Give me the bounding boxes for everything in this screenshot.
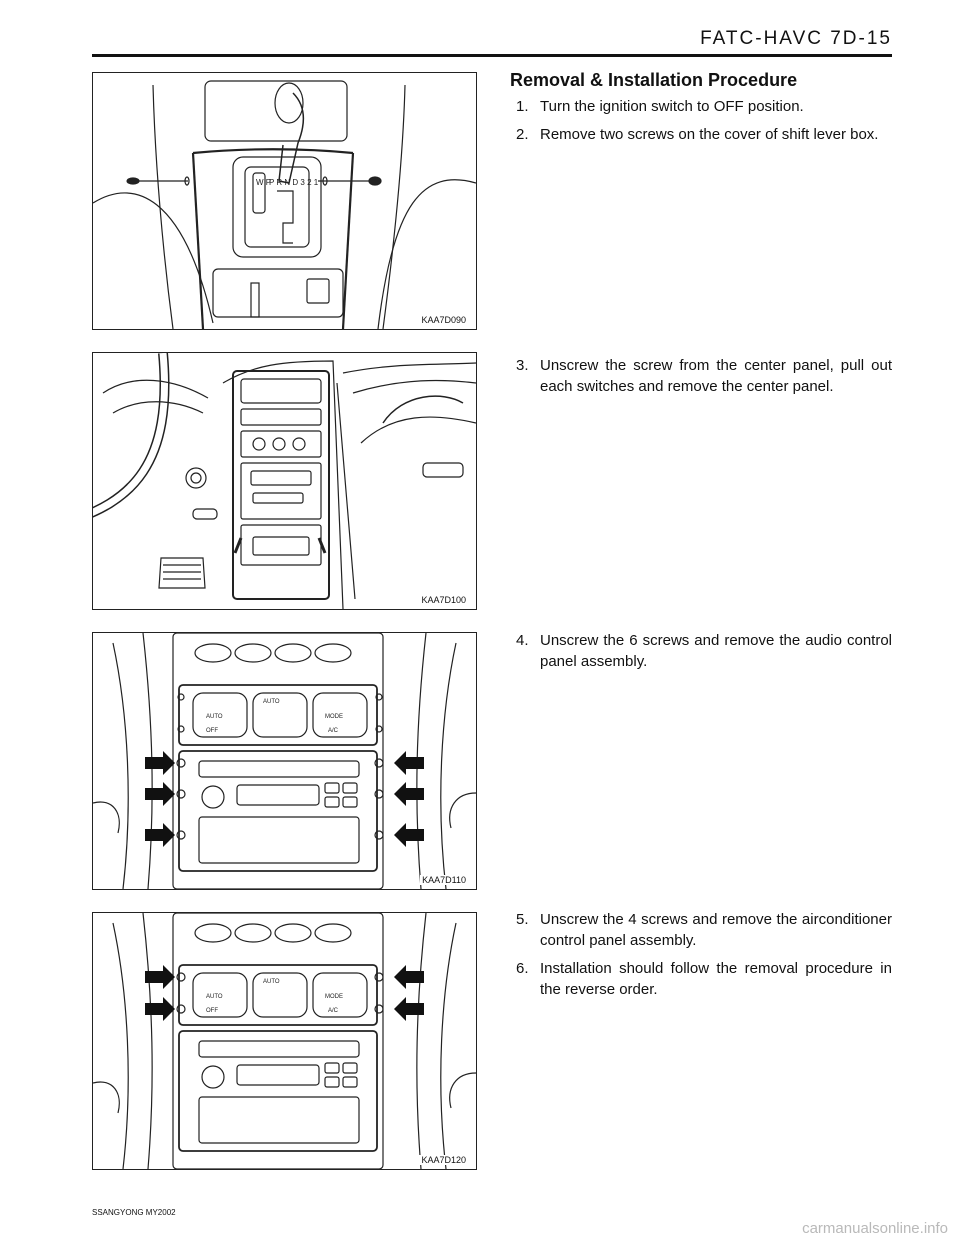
auto-button-label: AUTO (206, 994, 223, 1000)
figure-center-panel: KAA7D100 (92, 352, 477, 610)
mode-button-label: MODE (325, 714, 343, 720)
step-number: 6. (516, 960, 529, 977)
step-text: Remove two screws on the cover of shift … (540, 126, 879, 143)
page-footer: SSANGYONG MY2002 (92, 1208, 176, 1217)
steps-group-4: 5. Unscrew the 4 screws and remove the a… (516, 909, 892, 1007)
figure-audio-panel: AUTO OFF AUTO MODE A/C KAA7D110 (92, 632, 477, 890)
steps-group-2: 3. Unscrew the screw from the center pan… (516, 355, 892, 404)
mode-button-label: MODE (325, 994, 343, 1000)
figure-ac-control-panel: AUTO OFF AUTO MODE A/C KAA7D120 (92, 912, 477, 1170)
step-text: Installation should follow the removal p… (540, 960, 892, 998)
ac-button-label: A/C (328, 1008, 339, 1014)
auto-display-label: AUTO (263, 979, 280, 985)
steps-group-1: 1. Turn the ignition switch to OFF posit… (516, 96, 892, 152)
center-panel-illustration (93, 353, 476, 609)
step-item: 5. Unscrew the 4 screws and remove the a… (516, 909, 892, 951)
auto-display-label: AUTO (263, 699, 280, 705)
off-button-label: OFF (206, 1008, 218, 1014)
figure-code: KAA7D110 (420, 875, 468, 885)
step-number: 5. (516, 911, 529, 928)
auto-button-label: AUTO (206, 714, 223, 720)
step-item: 4. Unscrew the 6 screws and remove the a… (516, 630, 892, 672)
wp-label: W P (256, 178, 271, 187)
figure-code: KAA7D090 (419, 315, 468, 325)
figure-code: KAA7D120 (419, 1155, 468, 1165)
figure-shift-lever: W P P R N D 3 2 1 KAA7D090 (92, 72, 477, 330)
off-button-label: OFF (206, 728, 218, 734)
step-item: 2. Remove two screws on the cover of shi… (516, 124, 892, 145)
step-text: Unscrew the 6 screws and remove the audi… (540, 632, 892, 670)
steps-group-3: 4. Unscrew the 6 screws and remove the a… (516, 630, 892, 679)
header-rule (92, 54, 892, 57)
figure-code: KAA7D100 (419, 595, 468, 605)
step-text: Unscrew the screw from the center panel,… (540, 357, 892, 395)
step-number: 1. (516, 98, 529, 115)
shift-lever-illustration: W P P R N D 3 2 1 (93, 80, 476, 329)
section-title: Removal & Installation Procedure (510, 70, 798, 90)
step-item: 3. Unscrew the screw from the center pan… (516, 355, 892, 397)
step-item: 1. Turn the ignition switch to OFF posit… (516, 96, 892, 117)
step-text: Turn the ignition switch to OFF position… (540, 98, 804, 115)
step-number: 2. (516, 126, 529, 143)
step-number: 4. (516, 632, 529, 649)
page-header-title: FATC-HAVC 7D-15 (700, 28, 892, 49)
watermark: carmanualsonline.info (802, 1220, 948, 1237)
gear-position-label: P R N D 3 2 1 (269, 178, 319, 187)
ac-button-label: A/C (328, 728, 339, 734)
step-text: Unscrew the 4 screws and remove the airc… (540, 911, 892, 949)
ac-panel-illustration: AUTO OFF AUTO MODE A/C (93, 913, 476, 1169)
step-number: 3. (516, 357, 529, 374)
step-item: 6. Installation should follow the remova… (516, 958, 892, 1000)
audio-panel-illustration: AUTO OFF AUTO MODE A/C (93, 633, 476, 889)
